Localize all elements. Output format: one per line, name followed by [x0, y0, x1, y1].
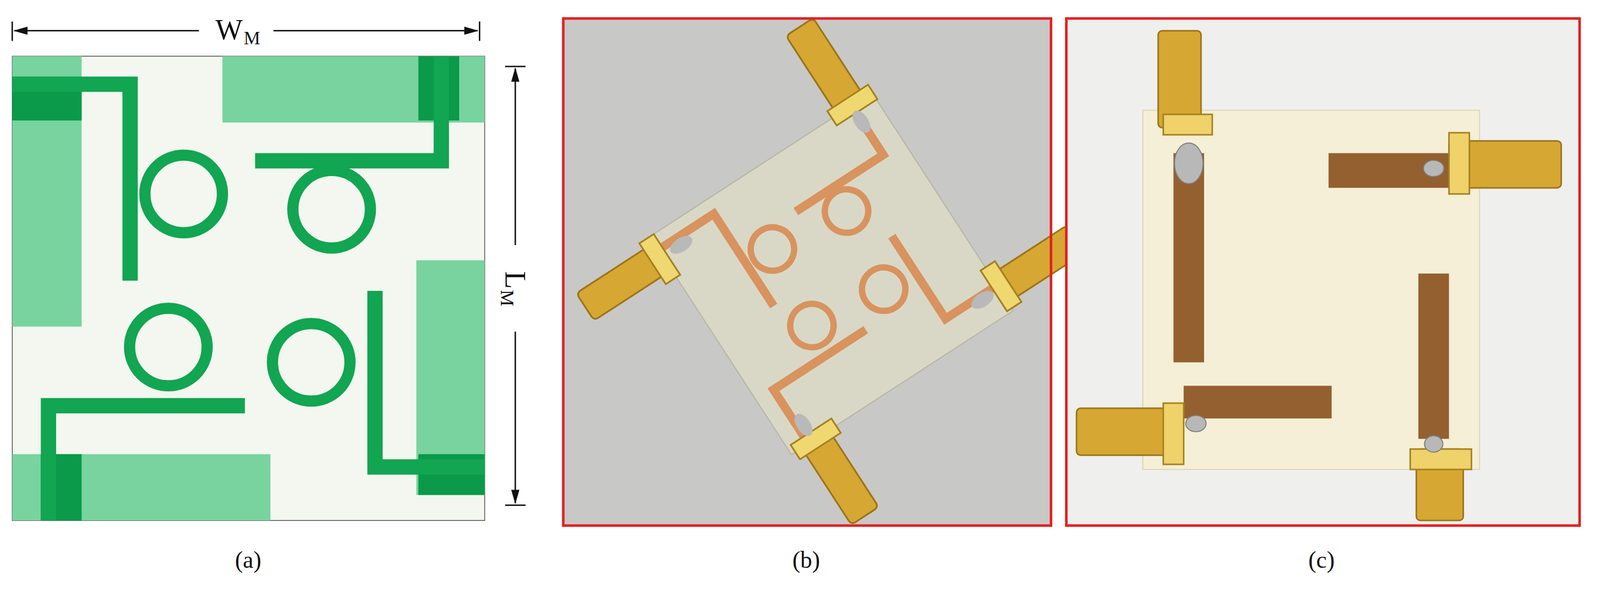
- dimension-symbol: L: [500, 271, 530, 289]
- dimension-label: LM: [500, 271, 530, 307]
- panel-label: (c): [1308, 548, 1335, 572]
- dimension-subscript: M: [497, 289, 517, 307]
- dimension-symbol: W: [215, 15, 243, 45]
- dimension-subscript: M: [243, 28, 260, 48]
- prototype-back-photo: [1066, 18, 1580, 526]
- panel-label: (b): [792, 548, 821, 572]
- panel-label: (a): [234, 548, 262, 572]
- antenna-layout: [12, 56, 485, 521]
- dimension-label: WM: [215, 15, 261, 45]
- prototype-front-photo: [520, 0, 1140, 582]
